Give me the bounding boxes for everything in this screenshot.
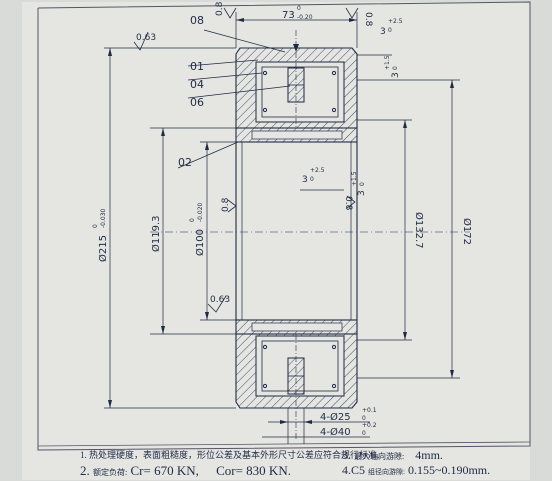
part-label-06: 06 <box>190 96 204 109</box>
roughness-value: 0.63 <box>210 295 230 305</box>
chamfer-main-upper: +2.5 <box>388 18 403 25</box>
chamfer-main: 3 <box>380 27 386 37</box>
roughness-value: 0.8 <box>343 196 353 211</box>
hole-dim-1: 4-Ø25 <box>320 411 351 423</box>
bore-dia-dim: Ø100 <box>194 229 206 256</box>
chamfer-inner-side-upper: +1.5 <box>351 171 358 186</box>
bore-tol-upper: 0 <box>189 218 196 222</box>
bore-tol-lower: -0.020 <box>197 202 204 222</box>
chamfer-inner-side-lower: 0 <box>359 182 366 186</box>
dia-172-dim: Ø172 <box>461 218 473 245</box>
bore-section <box>150 142 470 320</box>
hole-dim-2: 4-Ø40 <box>320 426 351 438</box>
inner-ring-bottom-inset <box>251 322 343 332</box>
part-label-04: 04 <box>190 78 204 91</box>
ball-mark <box>262 107 268 113</box>
dia-119-dim: Ø119.3 <box>150 216 162 253</box>
ball-mark <box>262 383 268 389</box>
arrowheads <box>108 18 454 424</box>
chamfer-inner-upper: +2.5 <box>310 167 325 174</box>
hole-dim-2-upper: +0.2 <box>362 422 377 429</box>
chamfer-inner-lower: 0 <box>310 176 314 183</box>
outer-dia-tol-lower: -0.030 <box>100 208 107 228</box>
inner-ring-top-inset <box>251 130 343 140</box>
ball-mark <box>331 70 337 76</box>
part-label-01: 01 <box>190 60 204 73</box>
outer-dia-tol-upper: 0 <box>92 224 99 228</box>
ball-mark <box>262 344 268 350</box>
roughness-symbols <box>133 7 359 313</box>
ball-mark <box>331 344 337 350</box>
part-label-02: 02 <box>178 156 192 169</box>
chamfer-side-upper: +1.5 <box>384 55 391 70</box>
part-label-08: 08 <box>190 14 204 27</box>
width-dim: 73 <box>282 10 295 21</box>
roughness-value: 0.63 <box>136 33 156 43</box>
chamfer-inner-side: 3 <box>357 190 367 196</box>
upper-section <box>235 30 358 143</box>
roughness-value: 0.8 <box>363 12 373 27</box>
dimension-lines <box>104 12 460 444</box>
hole-dim-1-lower: 0 <box>362 415 366 422</box>
roughness-value: 0.8 <box>215 1 225 16</box>
chamfer-side-lower: 0 <box>392 66 399 70</box>
notes-divider <box>37 441 531 447</box>
dia-132-dim: Ø132.7 <box>413 212 425 249</box>
outer-dia-dim: Ø215 <box>97 235 109 262</box>
chamfer-main-lower: 0 <box>388 27 392 34</box>
ball-mark <box>331 383 337 389</box>
ball-mark <box>262 70 268 76</box>
width-tol-lower: -0.20 <box>297 14 313 21</box>
width-tol-upper: 0 <box>297 5 301 12</box>
chamfer-side: 3 <box>391 72 401 78</box>
hole-dim-1-upper: +0.1 <box>362 407 377 414</box>
frame-border <box>37 1 531 451</box>
ball-mark <box>331 107 337 113</box>
hole-dim-2-lower: 0 <box>362 430 366 437</box>
lower-section <box>235 319 358 440</box>
chamfer-inner: 3 <box>302 175 308 185</box>
roughness-value: 0.8 <box>221 197 231 212</box>
